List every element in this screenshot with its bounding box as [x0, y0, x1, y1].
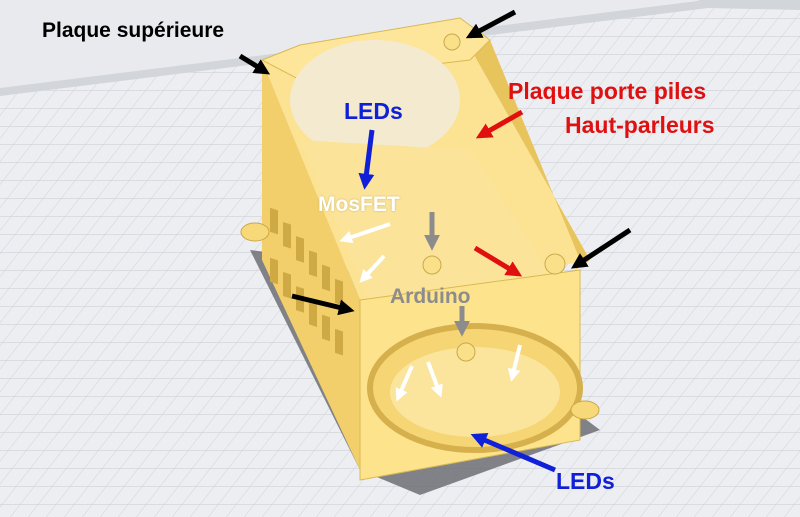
post-2 — [456, 342, 476, 362]
black-arrow-3 — [570, 227, 632, 269]
label-mosfet: MosFET — [318, 193, 400, 216]
label-battery-plate: Plaque porte piles — [508, 78, 707, 104]
red-arrow-2 — [473, 245, 523, 277]
post-3 — [544, 253, 566, 275]
white-arrow-3 — [395, 365, 414, 402]
mount-tab-left — [240, 222, 270, 242]
black-arrow-2 — [465, 9, 517, 39]
top-plate-opening — [290, 40, 460, 160]
white-arrow-4 — [426, 361, 443, 398]
label-leds-top: LEDs — [344, 98, 403, 124]
label-arduino: Arduino — [390, 285, 471, 308]
right-wall — [460, 30, 590, 270]
white-arrow-1 — [339, 222, 391, 244]
black-arrow-1 — [238, 53, 271, 75]
label-leds-bottom: LEDs — [556, 468, 615, 494]
red-arrow-1 — [475, 109, 524, 139]
black-arrow-4 — [291, 293, 355, 316]
post-1 — [422, 255, 442, 275]
mount-tab-right — [570, 400, 600, 420]
front-speaker-inner — [390, 347, 560, 437]
white-arrow-2 — [359, 254, 386, 283]
label-top-plate: Plaque supérieure — [42, 19, 225, 42]
label-speakers: Haut-parleurs — [565, 112, 715, 138]
blue-arrow-bottom — [470, 433, 556, 473]
blue-arrow-top — [358, 129, 375, 190]
white-arrow-5 — [507, 344, 522, 382]
post-4 — [443, 33, 461, 51]
